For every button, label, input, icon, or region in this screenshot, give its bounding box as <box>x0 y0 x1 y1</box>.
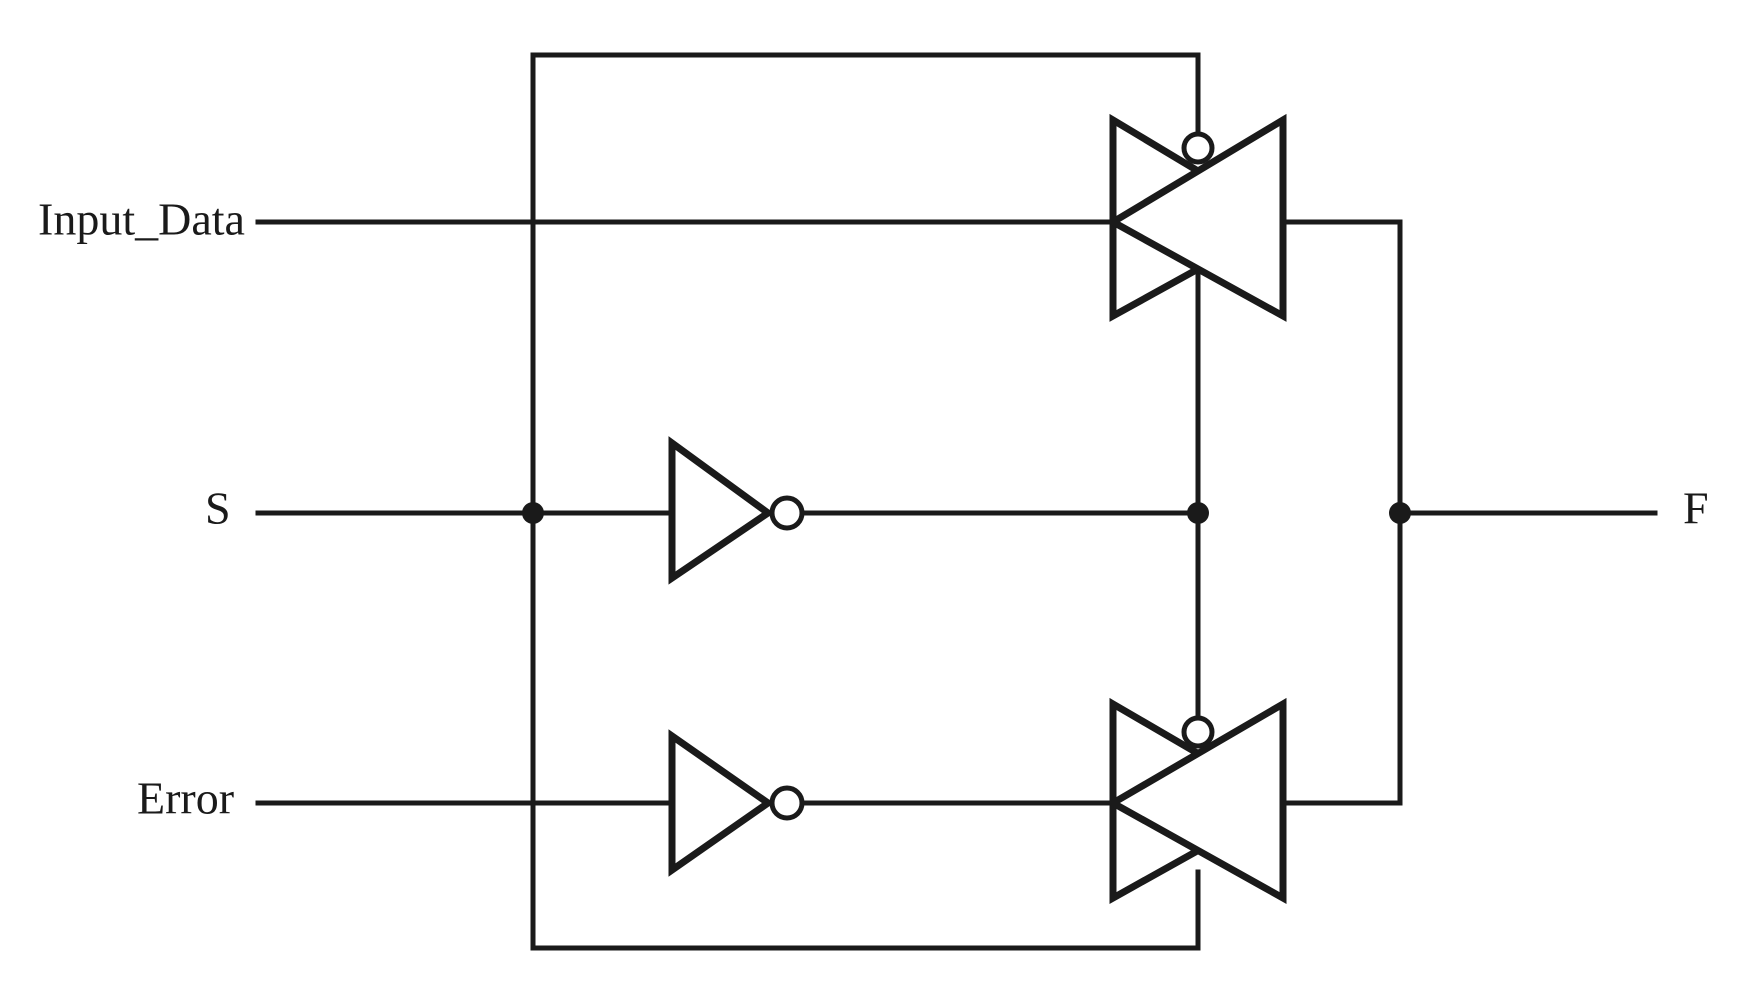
wire-s-loop-top <box>530 52 1201 516</box>
inverter-s-bubble <box>769 495 805 531</box>
inverter-error <box>668 729 805 877</box>
wire-top-gate-output <box>1280 219 1403 516</box>
label-s: S <box>205 483 231 534</box>
inverter-error-triangle <box>668 729 775 877</box>
wire-bottom-gate-output <box>1280 510 1403 806</box>
transmission-gate-bottom-bubble <box>1181 715 1215 749</box>
wire-s-loop-bottom <box>530 510 1201 951</box>
label-input-data: Input_Data <box>38 194 245 245</box>
transmission-gate-bottom <box>1105 697 1291 904</box>
transmission-gate-top-lower-triangle <box>1105 113 1287 322</box>
label-f: F <box>1683 483 1709 534</box>
transmission-gate-top-bubble <box>1181 131 1215 165</box>
junction-s <box>522 502 544 524</box>
inverter-s <box>668 436 805 585</box>
transmission-gate-bottom-lower-triangle <box>1105 697 1287 904</box>
junction-output <box>1389 502 1411 524</box>
inverter-s-triangle <box>668 436 775 585</box>
wires <box>255 52 1658 951</box>
inverter-error-bubble <box>769 785 805 821</box>
junctions <box>522 502 1411 524</box>
junction-s-inverted <box>1187 502 1209 524</box>
label-error: Error <box>137 773 234 824</box>
transmission-gate-top <box>1105 113 1291 322</box>
